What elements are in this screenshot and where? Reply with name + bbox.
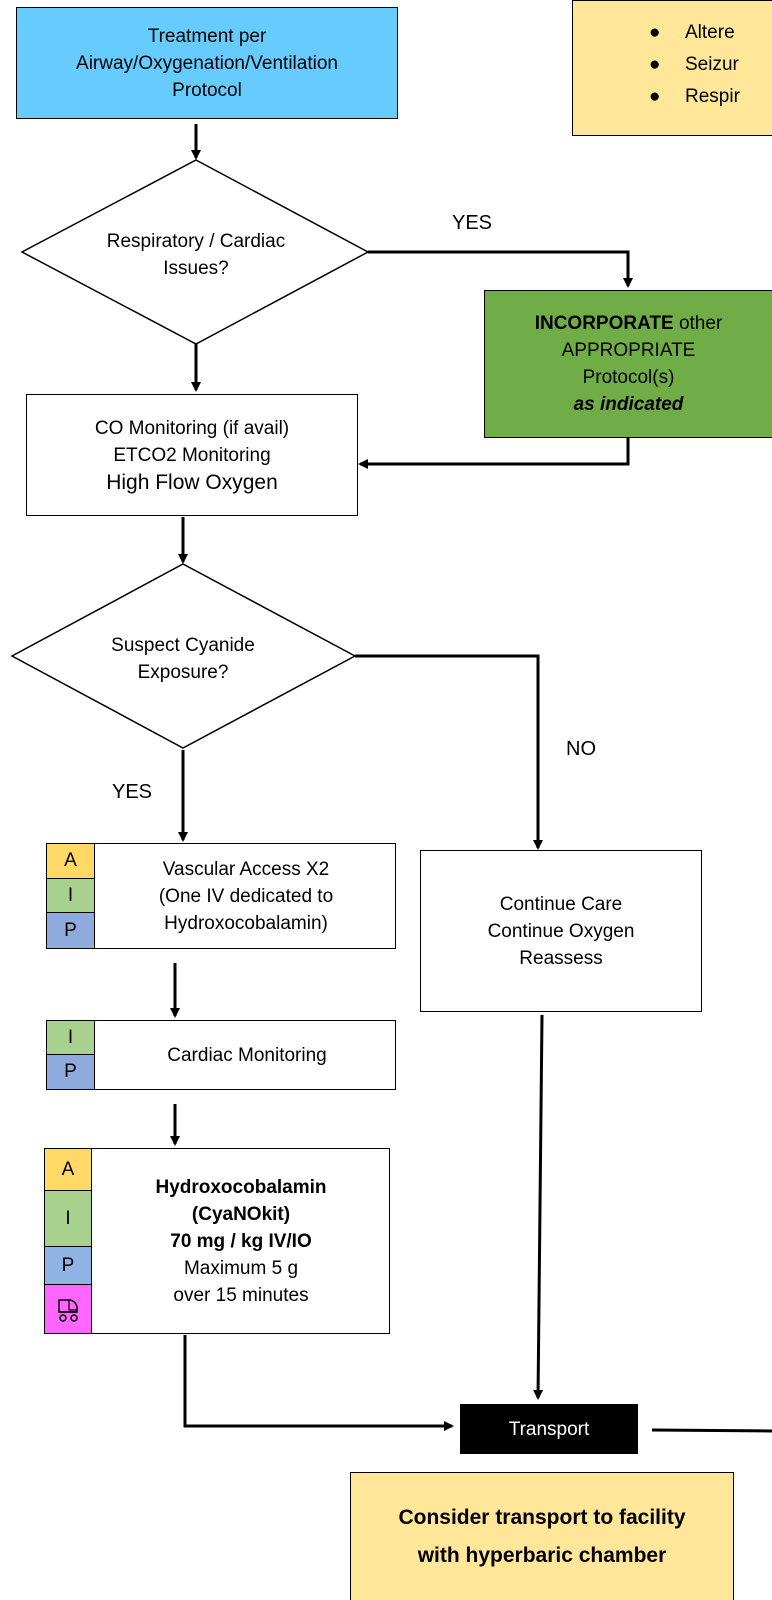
co-monitoring-box: CO Monitoring (if avail) ETCO2 Monitorin…: [26, 394, 358, 516]
hydroxo-level-strip: A I P: [45, 1149, 92, 1333]
consider-transport-box: Consider transport to facility with hype…: [350, 1472, 734, 1600]
respiratory-decision-text: Respiratory / Cardiac Issues?: [106, 231, 286, 279]
vascular-access-box: Vascular Access X2 (One IV dedicated to …: [46, 843, 396, 949]
yes-label-right: YES: [452, 212, 493, 234]
pediatric-stroller-icon: [45, 1285, 91, 1333]
level-p-badge: P: [47, 1055, 94, 1089]
level-a-badge: A: [45, 1149, 91, 1191]
treatment-protocol-box: Treatment per Airway/Oxygenation/Ventila…: [16, 7, 398, 119]
treatment-line-1: Treatment per: [147, 25, 267, 47]
level-i-badge: I: [47, 1021, 94, 1055]
cyanide-decision-text: Suspect Cyanide Exposure?: [111, 635, 255, 683]
treatment-line-2: Airway/Oxygenation/Ventilation: [76, 52, 338, 74]
treatment-line-3: Protocol: [172, 79, 242, 101]
level-i-badge: I: [45, 1191, 91, 1247]
level-p-badge: P: [47, 913, 94, 948]
respiratory-decision-shape: [20, 159, 370, 345]
cyanide-decision-shape: [10, 563, 357, 749]
level-a-badge: A: [47, 844, 94, 879]
vascular-level-strip: A I P: [47, 844, 95, 948]
level-i-badge: I: [47, 879, 94, 913]
cardiac-level-strip: I P: [47, 1021, 95, 1089]
continue-care-box: Continue Care Continue Oxygen Reassess: [420, 850, 702, 1012]
transport-box: Transport: [460, 1404, 638, 1454]
level-p-badge: P: [45, 1247, 91, 1285]
no-label: NO: [566, 738, 596, 760]
cardiac-monitoring-box: Cardiac Monitoring: [46, 1020, 396, 1090]
criteria-item: ●Seizur: [649, 54, 739, 75]
criteria-item: ●Altere: [649, 22, 735, 43]
incorporate-protocols-box: INCORPORATE other APPROPRIATE Protocol(s…: [484, 290, 772, 438]
criteria-list-box: ●Altere ●Seizur ●Respir: [572, 0, 772, 136]
criteria-item: ●Respir: [649, 86, 740, 107]
incorporate-bold: INCORPORATE: [534, 313, 674, 334]
yes-label-down: YES: [112, 781, 153, 803]
hydroxocobalamin-box: Hydroxocobalamin (CyaNOkit) 70 mg / kg I…: [44, 1148, 390, 1334]
